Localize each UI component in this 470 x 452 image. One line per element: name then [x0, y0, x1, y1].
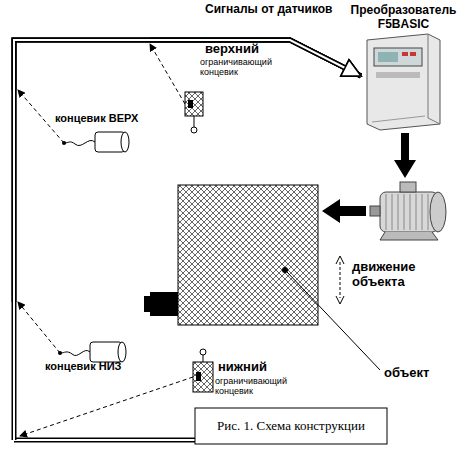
movement-arrow — [336, 256, 344, 304]
connector-stroke — [18, 302, 60, 353]
object-label: объект — [384, 366, 454, 381]
connector-stroke — [14, 40, 361, 440]
node-label: верхний — [205, 42, 285, 57]
limit-switch-node: верхнийограничивающий концевик — [185, 92, 203, 116]
proximity-sensor — [58, 342, 126, 362]
limit-switch — [193, 349, 213, 392]
motion-label: движение объекта — [352, 260, 432, 290]
node-label: ограничивающий концевик — [200, 57, 295, 78]
signal-label: Сигналы от датчиков — [205, 3, 355, 17]
node-label: нижний — [218, 360, 298, 375]
connector-stroke — [14, 40, 361, 302]
converter-drawing — [367, 34, 440, 130]
sensor-node: концевик НИЗ — [90, 342, 126, 362]
node-label: Преобразователь F5BASIC — [340, 4, 467, 32]
connector-stroke — [14, 40, 361, 302]
limit-switch-node: нижнийограничивающий концевик — [193, 362, 213, 392]
signal-connector — [14, 40, 361, 353]
figure-caption: Рис. 1. Схема конструкции — [195, 419, 387, 434]
motor-drawing — [370, 182, 446, 240]
node-label: концевик НИЗ — [45, 360, 155, 373]
object-drawing — [144, 185, 380, 370]
limit-switch — [185, 92, 203, 133]
bus-line — [14, 440, 195, 441]
signal-connector — [14, 40, 361, 143]
connector-stroke — [20, 377, 193, 436]
connector-stroke — [150, 44, 185, 104]
drive-arrow — [394, 133, 416, 178]
sensor-node: концевик ВЕРХ — [95, 132, 129, 152]
drive-arrow — [322, 199, 366, 223]
arrow-head — [341, 60, 361, 76]
connector-stroke — [14, 40, 361, 440]
node-label: концевик ВЕРХ — [55, 112, 165, 125]
proximity-sensor — [62, 132, 129, 152]
signal-connector — [150, 40, 361, 104]
signal-connector — [14, 40, 361, 440]
caption-frame — [195, 408, 387, 444]
converter-node: Преобразователь F5BASIC — [365, 36, 442, 132]
node-label: ограничивающий концевик — [215, 376, 310, 397]
